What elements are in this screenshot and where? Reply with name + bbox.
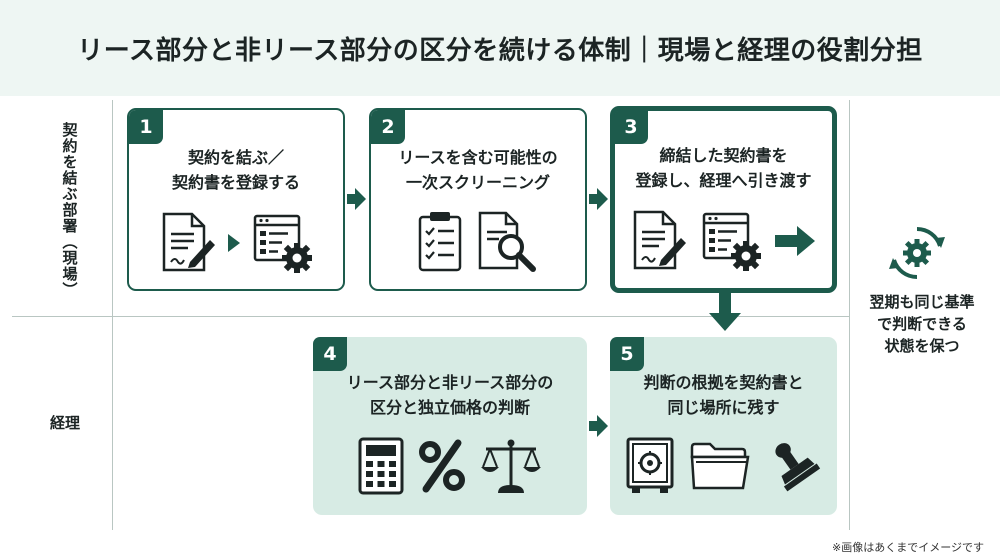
step-text-line: 判断の根拠を契約書と xyxy=(643,373,804,392)
checklist-clipboard-icon xyxy=(418,212,462,272)
step-number-badge: 2 xyxy=(371,110,405,144)
side-note-line: で判断できる xyxy=(877,314,967,333)
flow-arrow-1-2 xyxy=(347,188,366,210)
header-banner: リース部分と非リース部分の区分を続ける体制｜現場と経理の役割分担 xyxy=(0,0,1000,96)
flow-arrow-2-3 xyxy=(589,188,608,210)
safe-icon xyxy=(626,437,673,493)
step-icons xyxy=(615,210,832,272)
step-text-line: リースを含む可能性の xyxy=(398,148,558,167)
step-text: リースを含む可能性の 一次スクリーニング xyxy=(371,146,585,196)
step-text-line: 締結した契約書を xyxy=(659,146,788,165)
flow-arrow-4-5 xyxy=(589,415,608,437)
image-disclaimer: ※画像はあくまでイメージです xyxy=(832,541,984,554)
step-card-1: 1 契約を結ぶ／ 契約書を登録する xyxy=(127,108,345,291)
lane-label-accounting: 経理 xyxy=(50,414,81,432)
step-text: 判断の根拠を契約書と 同じ場所に残す xyxy=(610,371,837,421)
step-text-line: リース部分と非リース部分の xyxy=(346,373,554,392)
step-text: 締結した契約書を 登録し、経理へ引き渡す xyxy=(615,144,832,194)
step-card-2: 2 リースを含む可能性の 一次スクリーニング xyxy=(369,108,587,291)
system-settings-icon xyxy=(702,212,761,271)
step-number-badge: 1 xyxy=(129,110,163,144)
step-text-line: 契約を結ぶ／ xyxy=(187,148,284,167)
lane-label-field: 契約を結ぶ部署（現場） xyxy=(60,122,79,298)
step-card-5: 5 判断の根拠を契約書と 同じ場所に残す xyxy=(610,337,837,515)
step-icons xyxy=(371,210,585,272)
side-note-line: 翌期も同じ基準 xyxy=(869,293,975,311)
step-number-badge: 4 xyxy=(313,337,347,371)
step-text-line: 契約書を登録する xyxy=(171,172,300,192)
cycle-gear-icon xyxy=(889,226,945,280)
step-text: 契約を結ぶ／ 契約書を登録する xyxy=(129,146,343,196)
document-sign-icon xyxy=(633,210,686,270)
flow-arrow-3-5 xyxy=(709,293,741,331)
lane-divider-vertical xyxy=(112,100,113,530)
folder-icon xyxy=(690,442,749,490)
side-note-line: 状態を保つ xyxy=(884,336,960,355)
calculator-icon xyxy=(358,437,404,495)
step-number-badge: 5 xyxy=(610,337,644,371)
arrow-right-small-icon xyxy=(228,234,240,252)
side-note: 翌期も同じ基準 で判断できる 状態を保つ xyxy=(852,292,992,357)
step-number-badge: 3 xyxy=(614,110,648,144)
step-text-line: 同じ場所に残す xyxy=(667,397,780,417)
step-text: リース部分と非リース部分の 区分と独立価格の判断 xyxy=(313,371,587,421)
right-divider-vertical xyxy=(849,100,850,530)
step-icons xyxy=(129,212,343,274)
step-icons xyxy=(313,437,587,495)
document-sign-icon xyxy=(162,212,215,272)
arrow-right-icon xyxy=(774,226,815,256)
lane-divider-horizontal xyxy=(12,316,849,317)
step-text-line: 登録し、経理へ引き渡す xyxy=(635,170,812,190)
document-search-icon xyxy=(478,211,536,272)
step-icons xyxy=(610,437,837,495)
scales-icon xyxy=(481,439,541,493)
system-settings-icon xyxy=(253,214,312,273)
step-card-3: 3 締結した契約書を 登録し、経理へ引き渡す xyxy=(610,106,837,293)
step-text-line: 一次スクリーニング xyxy=(405,172,550,192)
stamp-icon xyxy=(774,443,820,492)
step-text-line: 区分と独立価格の判断 xyxy=(369,397,530,417)
page-title: リース部分と非リース部分の区分を続ける体制｜現場と経理の役割分担 xyxy=(77,35,923,66)
step-card-4: 4 リース部分と非リース部分の 区分と独立価格の判断 xyxy=(313,337,587,515)
percent-icon xyxy=(419,439,465,493)
